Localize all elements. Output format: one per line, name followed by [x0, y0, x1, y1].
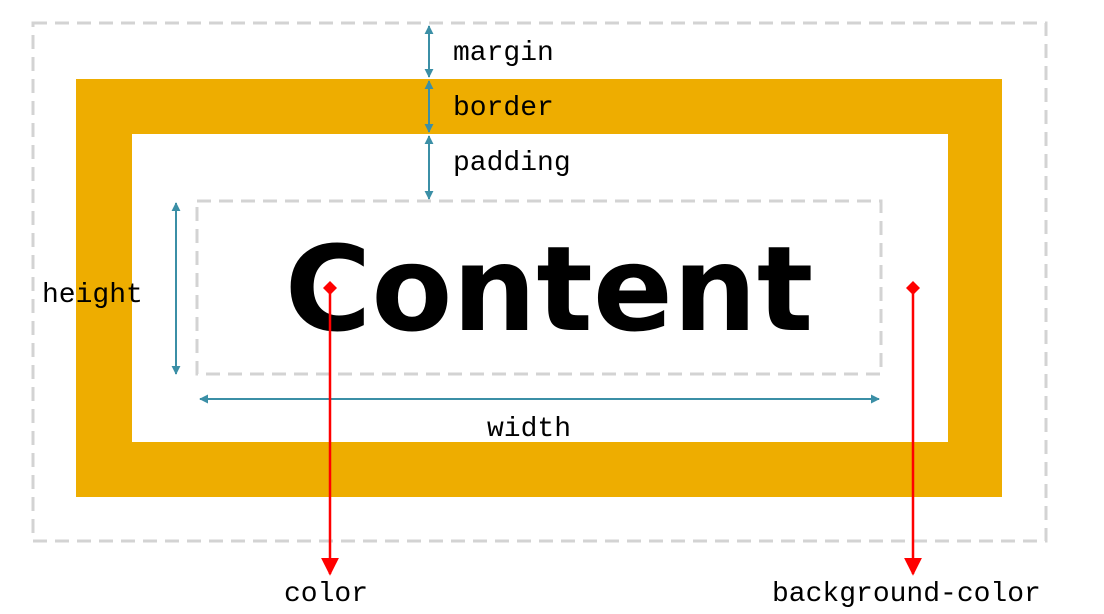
background-color-label: background-color — [772, 579, 1041, 610]
content-area-outline — [195, 199, 883, 376]
padding-area — [132, 134, 948, 442]
margin-label: margin — [453, 38, 554, 69]
content-label: Content — [285, 220, 814, 358]
margin-area-outline — [31, 21, 1048, 543]
height-label: height — [42, 280, 143, 311]
border-label: border — [453, 93, 554, 124]
color-label: color — [284, 579, 368, 610]
padding-label: padding — [453, 148, 571, 179]
width-label: width — [487, 414, 571, 445]
